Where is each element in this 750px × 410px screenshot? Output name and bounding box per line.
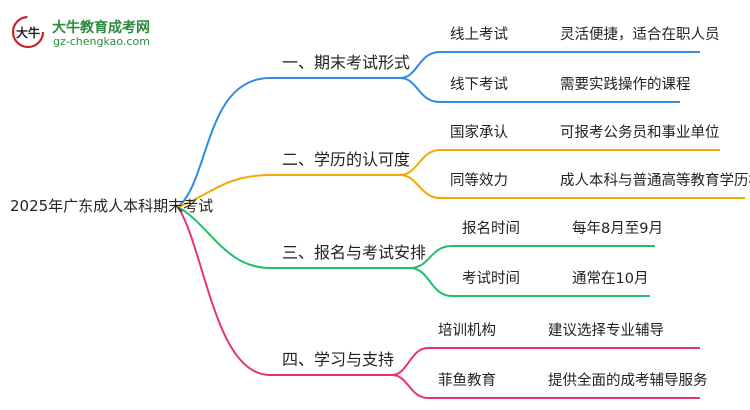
- branch-4-label: 四、学习与支持: [282, 350, 395, 369]
- branch-2-leaf-1-note: 可报考公务员和事业单位: [560, 125, 720, 141]
- link-root-branch-3: [177, 206, 410, 269]
- branch-4-leaf-1-note: 建议选择专业辅导: [548, 323, 664, 339]
- site-logo[interactable]: 大牛 大牛教育成考网 gz-chengkao.com: [10, 12, 180, 52]
- link-branch-4-leaf-2: [391, 374, 700, 399]
- logo-mark-text: 大牛: [16, 25, 40, 40]
- branch-1-leaf-2-note: 需要实践操作的课程: [560, 77, 691, 93]
- branch-3-leaf-1-note: 每年8月至9月: [572, 221, 663, 237]
- branch-1-leaf-1-label: 线上考试: [450, 27, 508, 43]
- branch-1-leaf-1-note: 灵活便捷，适合在职人员: [560, 27, 720, 43]
- branch-2-label: 二、学历的认可度: [282, 150, 411, 169]
- link-root-branch-2: [177, 174, 400, 208]
- link-branch-3-leaf-2: [409, 267, 650, 297]
- link-branch-2-leaf-2: [399, 174, 745, 199]
- branch-3-label: 三、报名与考试安排: [282, 243, 427, 262]
- branch-2-leaf-2-label: 同等效力: [450, 173, 508, 189]
- branch-4-leaf-1-label: 培训机构: [438, 323, 496, 339]
- link-branch-4-leaf-1: [391, 347, 700, 376]
- branch-2-leaf-1-label: 国家承认: [450, 125, 508, 141]
- branch-3-leaf-2-label: 考试时间: [462, 271, 520, 287]
- link-branch-1-leaf-2: [399, 77, 680, 103]
- link-branch-1-leaf-1: [399, 51, 700, 79]
- branch-4-leaf-2-note: 提供全面的成考辅导服务: [548, 373, 708, 389]
- logo-title: 大牛教育成考网: [52, 20, 150, 36]
- logo-badge-icon: 大牛: [11, 15, 45, 49]
- branch-4-leaf-2-label: 菲鱼教育: [438, 373, 496, 389]
- branch-1-label: 一、期末考试形式: [282, 53, 411, 72]
- branch-1-leaf-2-label: 线下考试: [450, 77, 508, 93]
- logo-url: gz-chengkao.com: [53, 35, 150, 48]
- link-branch-2-leaf-1: [399, 149, 720, 176]
- branch-3-leaf-2-note: 通常在10月: [572, 271, 649, 287]
- link-root-branch-1: [177, 77, 400, 208]
- branch-3-leaf-1-label: 报名时间: [462, 221, 520, 237]
- link-branch-3-leaf-1: [409, 245, 655, 269]
- link-root-branch-4: [177, 206, 392, 376]
- branch-2-leaf-2-note: 成人本科与普通高等教育学历相同: [560, 173, 750, 189]
- root-node: 2025年广东成人本科期末考试: [10, 197, 214, 215]
